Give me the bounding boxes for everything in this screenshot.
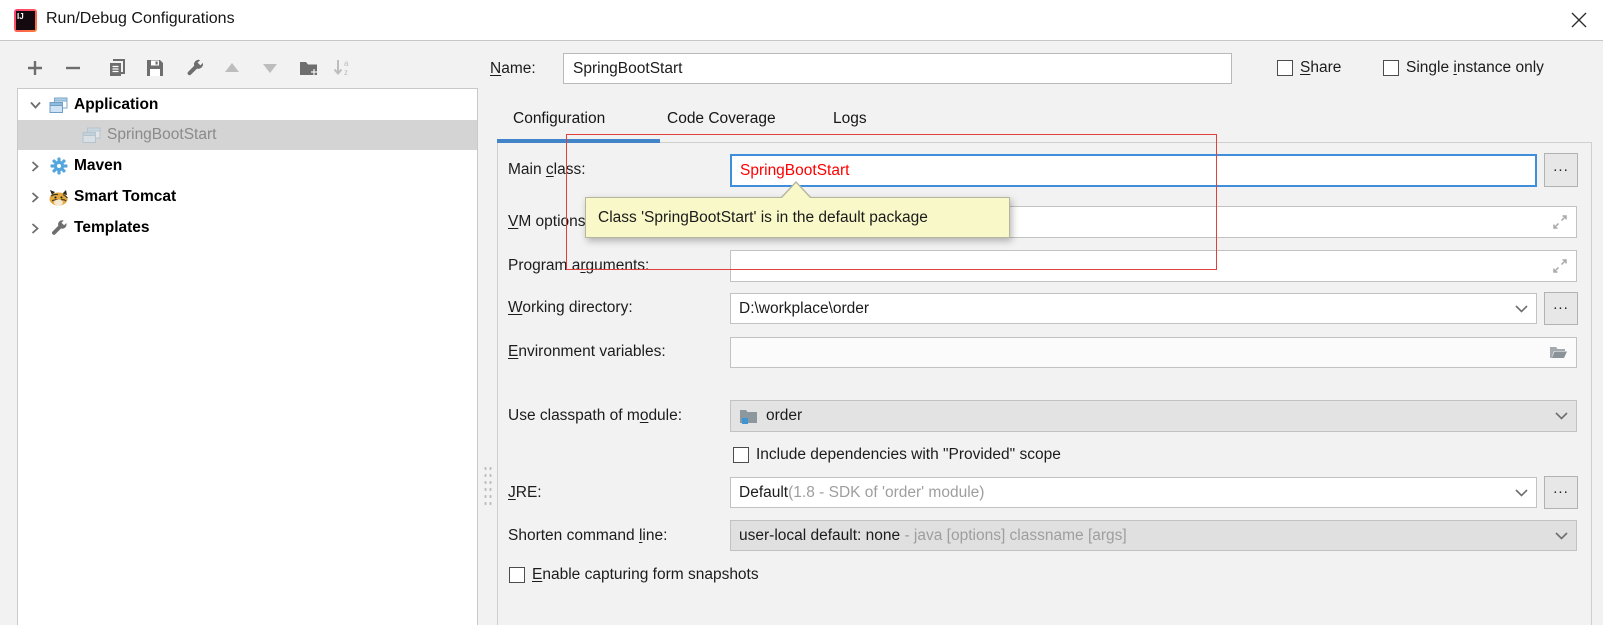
svg-text:z: z (344, 68, 348, 77)
chevron-down-icon[interactable] (1555, 531, 1568, 540)
svg-text:a: a (344, 59, 349, 68)
tree-item-springbootstart[interactable]: SpringBootStart (18, 120, 477, 150)
tree-item-label: Maven (74, 157, 123, 174)
single-instance-checkbox[interactable]: Single instance only (1383, 59, 1544, 77)
module-icon (739, 408, 758, 424)
application-icon (49, 97, 68, 114)
copy-icon[interactable] (105, 56, 129, 80)
form-snapshots-label: Enable capturing form snapshots (532, 566, 759, 583)
share-label: Share (1300, 59, 1342, 76)
use-classpath-combobox[interactable]: order (730, 400, 1577, 432)
tree-item-label: SpringBootStart (107, 126, 217, 143)
jre-label: JRE: (508, 484, 542, 501)
tab-code-coverage[interactable]: Code Coverage (667, 110, 776, 127)
save-icon[interactable] (143, 56, 167, 80)
edit-templates-wrench-icon[interactable] (183, 56, 207, 80)
chevron-down-icon[interactable] (1515, 488, 1528, 497)
window-title: Run/Debug Configurations (46, 10, 235, 27)
tree-item-label: Application (74, 96, 159, 113)
chevron-down-icon[interactable] (1555, 412, 1568, 420)
environment-variables-label: Environment variables: (508, 343, 666, 360)
tree-item-label: Smart Tomcat (74, 188, 177, 205)
tree-item-smart-tomcat[interactable]: Smart Tomcat (18, 182, 477, 212)
chevron-right-icon[interactable] (29, 191, 41, 203)
shorten-command-line-label: Shorten command line: (508, 527, 668, 544)
name-input[interactable]: SpringBootStart (563, 53, 1232, 84)
share-checkbox[interactable]: Share (1277, 59, 1341, 77)
splitter-grip[interactable] (483, 465, 493, 505)
vm-options-label: VM options: (508, 213, 590, 230)
main-class-input[interactable]: SpringBootStart (730, 154, 1537, 187)
tree-item-maven[interactable]: Maven (18, 151, 477, 181)
checkbox-box[interactable] (733, 447, 749, 463)
add-icon[interactable] (23, 56, 47, 80)
chevron-right-icon[interactable] (29, 160, 41, 172)
chevron-down-icon[interactable] (1515, 304, 1528, 313)
form-snapshots-checkbox[interactable]: Enable capturing form snapshots (509, 566, 759, 584)
program-arguments-input[interactable] (730, 250, 1577, 282)
chevron-down-icon[interactable] (29, 101, 41, 109)
sort-alphabetically-icon[interactable]: a z (331, 56, 355, 80)
environment-variables-input[interactable] (730, 337, 1577, 368)
chevron-right-icon[interactable] (29, 222, 41, 234)
expand-field-icon[interactable] (1552, 214, 1568, 230)
working-directory-browse-button[interactable]: ... (1544, 292, 1578, 325)
provided-scope-label: Include dependencies with "Provided" sco… (756, 446, 1061, 463)
single-instance-label: Single instance only (1406, 59, 1544, 76)
move-down-icon[interactable] (258, 56, 282, 80)
new-folder-icon[interactable] (298, 56, 322, 80)
templates-wrench-icon (49, 219, 68, 237)
provided-scope-checkbox[interactable]: Include dependencies with "Provided" sco… (733, 446, 1061, 464)
title-bar: IJ Run/Debug Configurations (0, 0, 1603, 41)
warning-tooltip: Class 'SpringBootStart' is in the defaul… (585, 181, 1010, 238)
application-icon-faded (82, 127, 101, 144)
expand-field-icon[interactable] (1552, 258, 1568, 274)
jre-browse-button[interactable]: ... (1544, 476, 1578, 509)
jre-combobox[interactable]: Default (1.8 - SDK of 'order' module) (730, 477, 1537, 508)
remove-icon[interactable] (61, 56, 85, 80)
working-directory-combobox[interactable]: D:\workplace\order (730, 293, 1537, 324)
use-classpath-label: Use classpath of module: (508, 407, 683, 424)
tree-item-application[interactable]: Application (18, 90, 477, 120)
program-arguments-label: Program arguments: (508, 257, 650, 274)
close-icon[interactable] (1566, 7, 1592, 33)
working-directory-label: Working directory: (508, 299, 633, 316)
main-class-label: Main class: (508, 161, 586, 178)
selected-tab-underline (497, 139, 660, 143)
configurations-tree: Application SpringBootStart (17, 88, 478, 625)
shorten-command-line-combobox[interactable]: user-local default: none - java [options… (730, 520, 1577, 551)
name-label: Name: (490, 60, 536, 77)
tree-item-templates[interactable]: Templates (18, 213, 477, 243)
move-up-icon[interactable] (220, 56, 244, 80)
checkbox-box[interactable] (1277, 60, 1293, 76)
tab-logs[interactable]: Logs (833, 110, 867, 127)
maven-gear-icon (49, 157, 68, 175)
intellij-logo-icon: IJ (14, 9, 37, 32)
tomcat-cat-icon (49, 189, 68, 206)
checkbox-box[interactable] (509, 567, 525, 583)
checkbox-box[interactable] (1383, 60, 1399, 76)
main-class-browse-button[interactable]: ... (1544, 153, 1578, 187)
open-folder-icon[interactable] (1549, 345, 1568, 360)
tree-item-label: Templates (74, 219, 150, 236)
tab-configuration[interactable]: Configuration (513, 110, 606, 127)
tooltip-text: Class 'SpringBootStart' is in the defaul… (598, 208, 928, 226)
